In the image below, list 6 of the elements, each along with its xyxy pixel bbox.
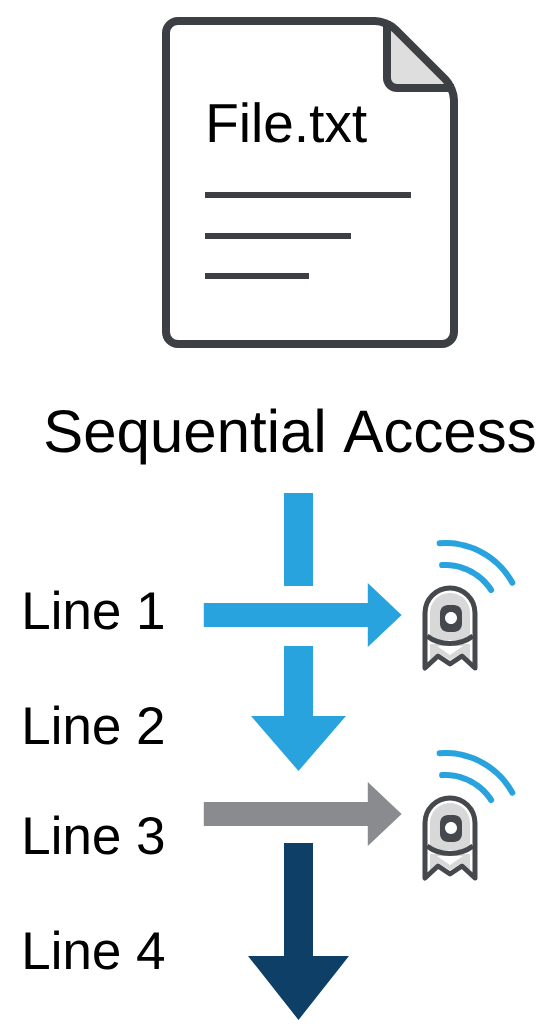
text-label: Line 2 <box>25 705 163 745</box>
text-label: Line 4 <box>25 930 164 970</box>
document: File.txt <box>162 17 458 348</box>
text-label: Line 1 <box>25 590 163 630</box>
title: Sequential Access <box>45 408 535 465</box>
text-label: Line 3 <box>25 815 164 855</box>
